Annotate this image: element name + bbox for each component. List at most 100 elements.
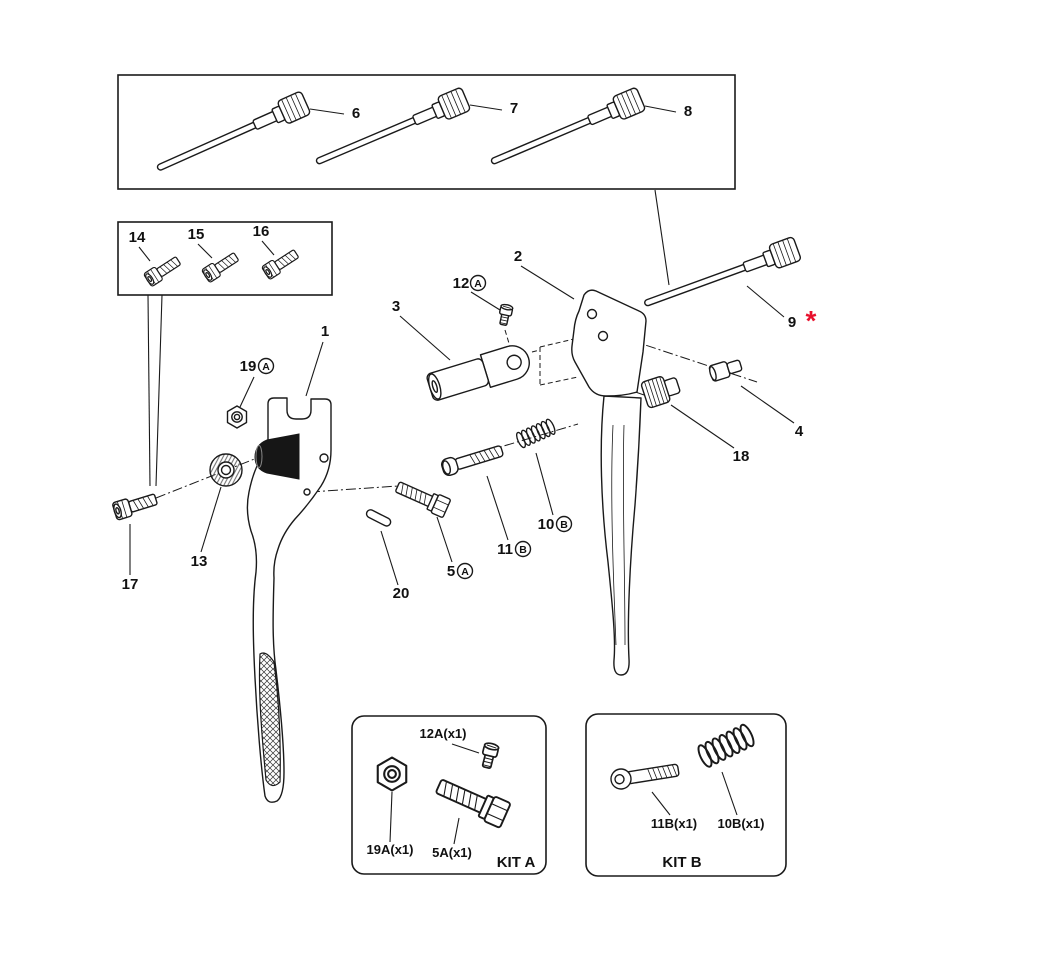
leader-line-kitb-10b — [721, 771, 738, 816]
part-label-19a-number: 19 — [240, 358, 257, 375]
kita-nut-19a — [376, 756, 408, 792]
part-label-9: 9 — [788, 314, 796, 331]
part-label-15: 15 — [188, 226, 205, 243]
part-nut-19a — [226, 405, 248, 429]
part-label-10b: 10 B — [538, 515, 573, 533]
asterisk-marker: * — [806, 305, 817, 336]
kita-label-19a: 19A(x1) — [367, 842, 414, 857]
circled-letter-a: A — [474, 278, 482, 290]
circled-letter-b: B — [560, 519, 568, 531]
circled-letter-ring — [555, 515, 573, 533]
kit-a-title: KIT A — [497, 854, 536, 871]
part-label-16: 16 — [253, 223, 270, 240]
circled-letter-ring — [469, 274, 487, 292]
part-label-12a: 12 A — [453, 274, 487, 292]
leader-line-3 — [399, 315, 451, 361]
leader-line-7 — [469, 104, 503, 111]
body-nose-face — [255, 445, 263, 468]
part-label-14: 14 — [129, 229, 146, 246]
part-setscrew-12a — [496, 302, 514, 327]
part-label-11b-number: 11 — [497, 541, 513, 558]
lever-hole-1 — [586, 308, 598, 320]
part-label-6: 6 — [352, 105, 360, 122]
mandrel-group-box — [117, 74, 736, 190]
part-bolt-11b — [439, 441, 506, 478]
part-label-2: 2 — [514, 248, 522, 265]
leader-line-13 — [200, 486, 222, 553]
lever-head-plate — [571, 289, 647, 397]
kitb-label-11b: 11B(x1) — [651, 816, 697, 831]
leader-line-8 — [644, 105, 677, 113]
part-label-5a: 5 A — [447, 562, 474, 580]
axis-bolt5a — [309, 485, 399, 493]
part-label-19a: 19 A — [240, 357, 275, 375]
part-screw-15 — [200, 249, 242, 284]
part-cylinder-4 — [707, 356, 744, 383]
leader-line-5a — [436, 516, 453, 563]
part-screw-16 — [260, 246, 302, 281]
axis-screw17-nut13 — [155, 455, 263, 499]
body-nose-boss — [254, 433, 300, 480]
body-grip-knurl — [258, 652, 281, 787]
part-clevis-3 — [426, 345, 530, 401]
leader-line-18 — [670, 404, 735, 449]
leader-line-11b — [486, 475, 509, 541]
part-rod-9 — [639, 235, 803, 317]
leader-line-box-to-17-b — [155, 294, 163, 487]
part-screw-17 — [111, 489, 160, 522]
screw-group-box — [117, 221, 333, 296]
leader-line-1 — [305, 341, 324, 397]
part-pin-20 — [364, 507, 393, 529]
leader-line-kitb-11b — [651, 791, 671, 816]
leader-line-19a — [239, 376, 255, 408]
leader-line-box-to-9 — [654, 189, 670, 286]
part-label-12a-number: 12 — [453, 275, 470, 292]
leader-line-14 — [138, 246, 151, 262]
part-label-1: 1 — [321, 323, 329, 340]
leader-line-6 — [309, 108, 345, 115]
part-label-17: 17 — [122, 576, 139, 593]
lever-hole-2 — [597, 330, 609, 342]
kita-label-5a: 5A(x1) — [432, 845, 472, 860]
part-label-20: 20 — [393, 585, 410, 602]
circled-letter-ring — [514, 540, 532, 558]
circled-letter-a: A — [262, 361, 270, 373]
part-label-7: 7 — [510, 100, 518, 117]
part-hexbolt-5a — [392, 476, 452, 519]
circled-letter-ring — [257, 357, 275, 375]
part-label-11b: 11 B — [497, 540, 532, 558]
circled-letter-a: A — [461, 566, 469, 578]
part-label-3: 3 — [392, 298, 400, 315]
part-label-5a-number: 5 — [447, 563, 455, 580]
part-rod-7 — [311, 86, 472, 175]
part-label-4: 4 — [795, 423, 804, 440]
part-label-8: 8 — [684, 103, 692, 120]
leader-line-12a — [470, 291, 501, 311]
part-label-10b-number: 10 — [538, 516, 555, 533]
leader-line-box-to-17-a — [147, 294, 151, 487]
leader-line-2 — [520, 265, 575, 300]
leader-line-16 — [261, 240, 275, 256]
body-hole-lower — [303, 488, 311, 496]
part-knob-18 — [639, 371, 683, 410]
leader-line-kita-12a — [451, 743, 480, 754]
leader-line-kita-19a — [389, 791, 393, 843]
circled-letter-b: B — [519, 544, 527, 556]
kita-label-12a: 12A(x1) — [420, 726, 467, 741]
kit-b-title: KIT B — [662, 854, 701, 871]
lever-arm — [600, 395, 642, 676]
part-body-1 — [246, 397, 332, 803]
leader-line-kita-5a — [453, 817, 460, 845]
circled-letter-ring — [456, 562, 474, 580]
hidden-slot-lines — [531, 338, 579, 386]
body-hole-upper — [319, 453, 329, 463]
kit-b-box — [585, 713, 787, 877]
leader-line-15 — [197, 243, 213, 259]
part-label-13: 13 — [191, 553, 208, 570]
part-label-18: 18 — [733, 448, 750, 465]
leader-line-4 — [740, 385, 795, 424]
part-lever-2 — [571, 289, 647, 676]
part-screw-14 — [142, 253, 184, 288]
